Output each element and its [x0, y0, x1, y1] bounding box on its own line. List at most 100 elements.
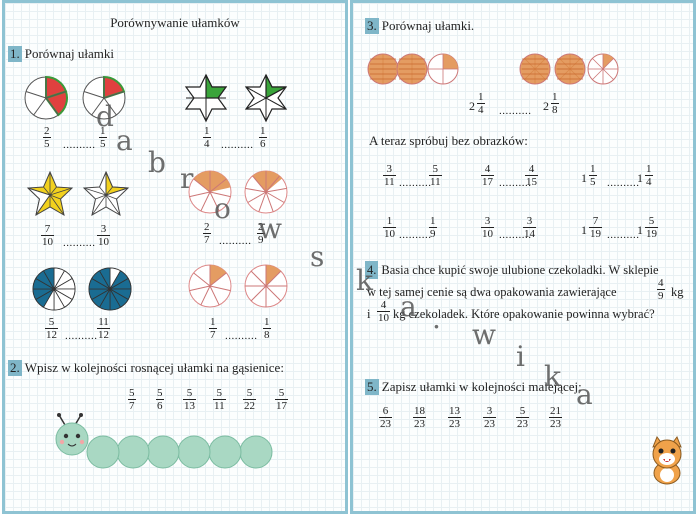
exercise-1-heading: 1.Porównaj ułamki [8, 46, 114, 62]
exercise-number: 5. [365, 379, 379, 395]
circle-sector [42, 267, 55, 291]
watermelon-circle-5-parts-icon [24, 75, 68, 120]
exercise-text: Wpisz w kolejności rosnącej ułamki na gą… [24, 360, 284, 375]
whole-part: 1 [581, 223, 587, 237]
whole-part: 1 [581, 171, 587, 185]
exercise-4-line-2: w tej samej cenie są dwa opakowania zawi… [367, 285, 617, 299]
answer-blank[interactable]: .......... [499, 229, 532, 241]
exercise-number: 2. [8, 360, 22, 376]
watermark-letter: w [258, 212, 282, 245]
watermark-letter: i [516, 340, 525, 373]
pie-7-parts-icon [188, 264, 232, 308]
exercise-4-line-1: 4.Basia chce kupić swoje ulubione czekol… [365, 261, 659, 279]
exercise-text: Zapisz ułamki w kolejności malejącej: [381, 379, 582, 394]
watermark-letter: k [356, 264, 373, 297]
cat-mascot-icon [652, 435, 682, 485]
answer-blank[interactable]: .......... [499, 105, 532, 117]
answer-blank[interactable]: .......... [499, 177, 532, 189]
watermark-letter: a [116, 124, 133, 157]
exercise-number: 1. [8, 46, 22, 62]
exercise-text: Porównaj ułamki. [381, 18, 475, 33]
page-title: Porównywanie ułamków [110, 15, 240, 30]
answer-blank[interactable]: .......... [63, 139, 96, 151]
answer-blank[interactable]: .......... [63, 237, 96, 249]
watermark-letter: b [148, 146, 166, 179]
subheading: A teraz spróbuj bez obrazków: [369, 133, 528, 148]
whole-part: 2 [543, 99, 549, 113]
partial-pie [587, 53, 619, 85]
watermark-letter: k [544, 360, 561, 393]
answer-blank[interactable]: .......... [607, 229, 640, 241]
full-pie [519, 53, 551, 85]
watermark-letter: w [472, 318, 496, 351]
answer-blank[interactable]: .......... [225, 330, 258, 342]
pie-pictures-row [367, 53, 619, 85]
whole-part: 2 [469, 99, 475, 113]
answer-blank[interactable]: .......... [65, 330, 98, 342]
pie-7-parts-icon [188, 170, 232, 214]
answer-blank[interactable]: .......... [399, 177, 432, 189]
whole-part: 1 [637, 223, 643, 237]
answer-blank[interactable]: .......... [221, 139, 254, 151]
exercise-text: Porównaj ułamki [24, 46, 114, 61]
answer-blank[interactable]: .......... [219, 235, 252, 247]
exercise-4-line-3: kg czekoladek. Które opakowanie powinna … [393, 307, 655, 321]
watermark-letter: s [310, 240, 325, 273]
watermark-letter: o [214, 192, 231, 225]
answer-blank[interactable]: .......... [607, 177, 640, 189]
yellow-star-10-parts-icon [82, 170, 130, 216]
pie-9-parts-icon [244, 170, 288, 214]
exercise-text: Basia chce kupić swoje ulubione czekolad… [381, 263, 659, 277]
watermark-letter: a [576, 378, 593, 411]
watermark-letter: . [432, 302, 441, 335]
exercise-2-heading: 2.Wpisz w kolejności rosnącej ułamki na … [8, 360, 284, 376]
circle-sector [98, 267, 111, 291]
watermelon-circle-5-parts-icon [82, 75, 126, 120]
unit-label: kg [671, 285, 684, 299]
yellow-star-10-parts-icon [26, 170, 74, 216]
partial-pie [427, 53, 459, 85]
answer-blank[interactable]: .......... [399, 229, 432, 241]
watermark-letter: a [400, 290, 417, 323]
blue-circle-12-parts-icon [32, 267, 76, 311]
pie-8-parts-icon [244, 264, 288, 308]
blue-circle-12-parts-icon [88, 267, 132, 311]
watermark-letter: r [180, 162, 194, 195]
left-worksheet-page: Porównywanie ułamków 1.Porównaj ułamki [2, 0, 348, 514]
exercise-4-line-3-start: i [367, 307, 371, 321]
